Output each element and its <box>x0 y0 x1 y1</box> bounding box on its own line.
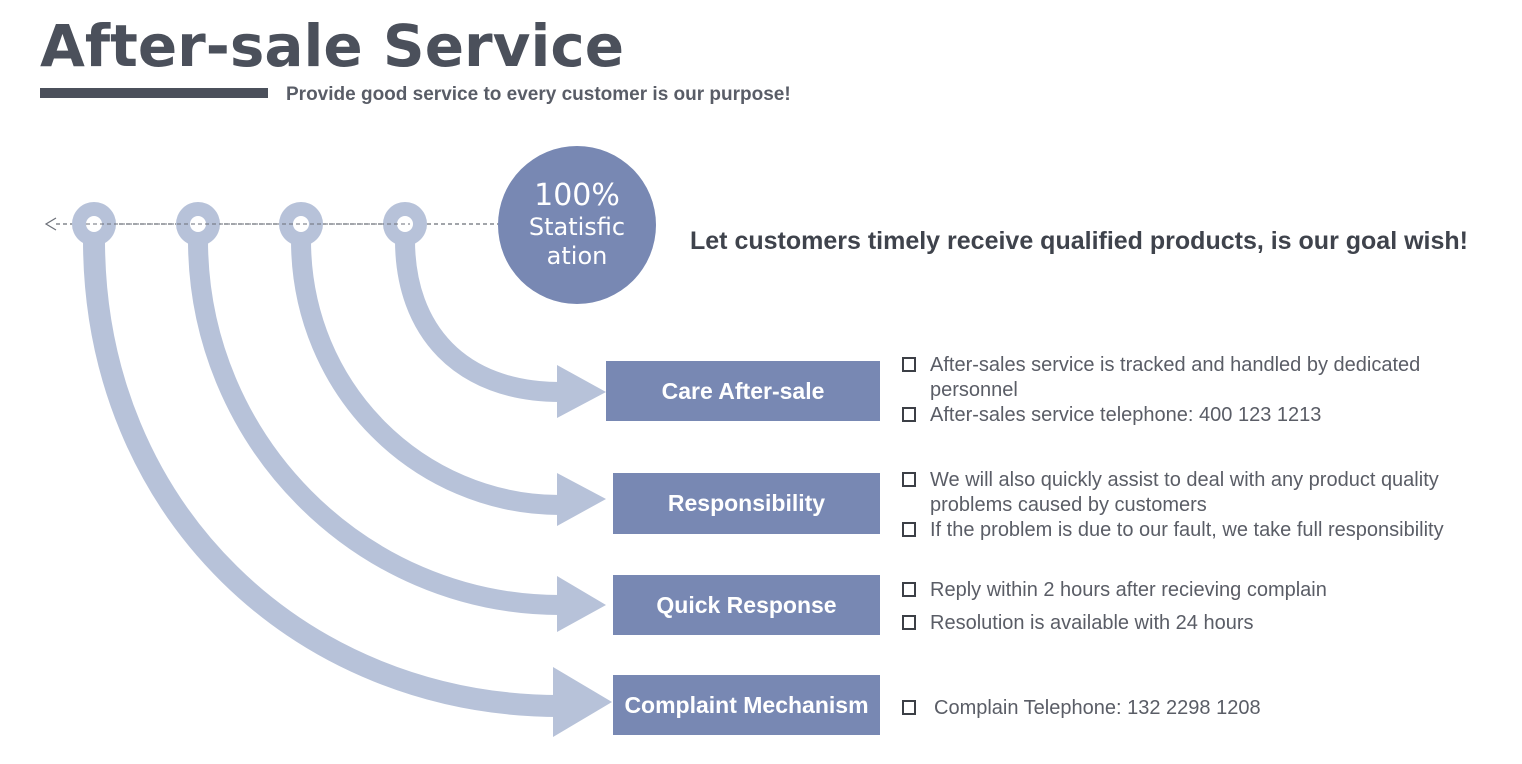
timeline-arrowhead-icon <box>44 217 57 231</box>
title-underline-bar <box>40 88 268 98</box>
checkbox-icon <box>902 522 916 537</box>
arrowhead-1-icon <box>557 365 606 418</box>
list-item: Resolution is available with 24 hours <box>902 611 1254 636</box>
satisfaction-label: 100% Statisfication <box>499 146 655 304</box>
arrowhead-4-icon <box>553 667 612 737</box>
curve-arrow-1 <box>395 239 561 402</box>
checkbox-icon <box>902 582 916 597</box>
satisfaction-word: Statisfication <box>528 213 626 270</box>
satisfaction-circle <box>498 146 656 304</box>
list-item: Complain Telephone: 132 2298 1208 <box>902 696 1261 721</box>
arrowhead-2-icon <box>557 473 606 526</box>
checkbox-icon <box>902 700 916 715</box>
box-quick-response: Quick Response <box>613 575 880 635</box>
page-subtitle: Provide good service to every customer i… <box>286 84 791 105</box>
list-item: After-sales service is tracked and handl… <box>902 353 1440 403</box>
checkbox-icon <box>902 615 916 630</box>
checkbox-icon <box>902 472 916 487</box>
checkbox-icon <box>902 407 916 422</box>
list-item: If the problem is due to our fault, we t… <box>902 518 1444 543</box>
list-item: After-sales service telephone: 400 123 1… <box>902 403 1321 428</box>
arrowhead-3-icon <box>557 576 606 632</box>
goal-statement: Let customers timely receive qualified p… <box>690 227 1468 255</box>
list-item: Reply within 2 hours after recieving com… <box>902 578 1327 603</box>
satisfaction-percent: 100% <box>534 178 620 213</box>
box-complaint-mechanism: Complaint Mechanism <box>613 675 880 735</box>
checkbox-icon <box>902 357 916 372</box>
box-responsibility: Responsibility <box>613 473 880 534</box>
list-item: We will also quickly assist to deal with… <box>902 468 1470 518</box>
box-care-after-sale: Care After-sale <box>606 361 880 421</box>
curve-arrow-3 <box>188 239 561 615</box>
page-title: After-sale Service <box>40 12 625 80</box>
curve-arrow-2 <box>291 239 561 515</box>
curve-arrow-4 <box>83 239 561 717</box>
